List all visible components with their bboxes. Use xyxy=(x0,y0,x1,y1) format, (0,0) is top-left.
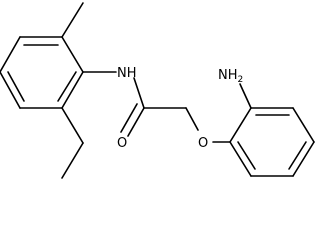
amine-nh-text: NH xyxy=(218,68,238,83)
amine-nh2-label: NH2 xyxy=(218,68,243,85)
left-benzene-ring xyxy=(0,36,84,109)
ether-oxygen-label: O xyxy=(198,136,208,151)
aryl-amine-bond xyxy=(239,83,252,109)
carbonyl-oxygen-label: O xyxy=(117,136,127,151)
chemical-structure: NH O O NH2 xyxy=(0,2,315,179)
amide-nh-label: NH xyxy=(117,66,137,81)
ethyl-group xyxy=(61,107,84,179)
methyl-bond xyxy=(61,2,84,38)
n-carbonyl-bond xyxy=(133,77,145,109)
ch2-ether-bond xyxy=(185,107,199,131)
right-benzene-ring xyxy=(229,107,315,177)
amine-subscript: 2 xyxy=(238,75,244,85)
carbonyl-double-bond xyxy=(120,103,145,137)
